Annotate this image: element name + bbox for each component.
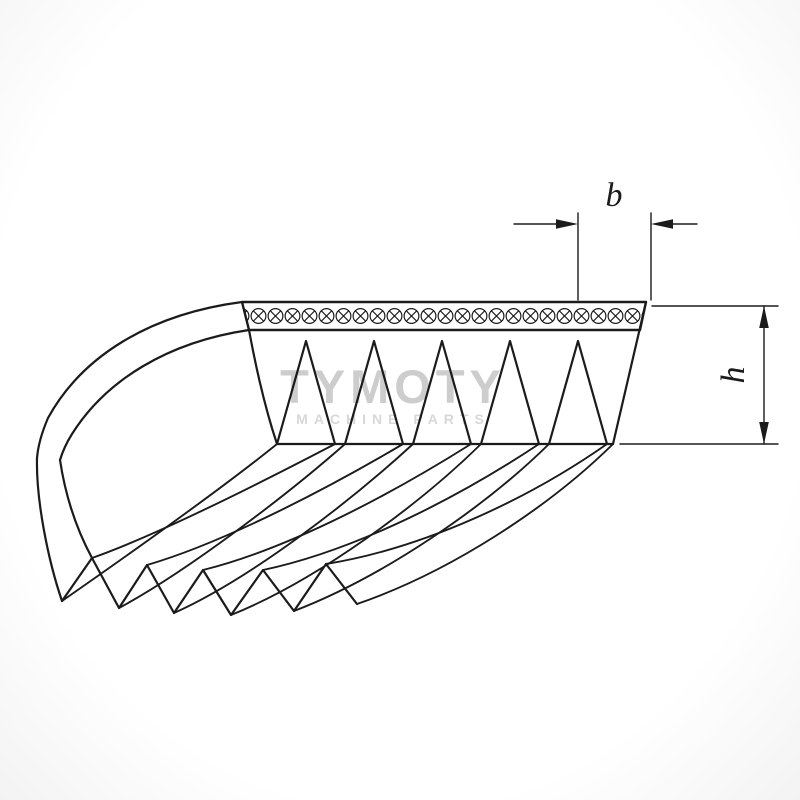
rib-curve (356, 443, 614, 605)
rib-curve (230, 443, 482, 616)
arrowhead-left-icon (651, 219, 673, 229)
rib-curve (118, 443, 346, 609)
end-upper-edge (58, 458, 94, 560)
left-edge (247, 328, 279, 446)
watermark-subtitle: MACHINE PARTS (296, 411, 490, 427)
dimension-b-lines (513, 212, 698, 301)
cord-band (240, 300, 648, 332)
belt-front-face (249, 330, 640, 444)
perspective-rib-curves (61, 443, 614, 616)
dimension-b: b (513, 177, 698, 301)
arrowhead-right-icon (556, 219, 578, 229)
groove-triangle (479, 339, 541, 446)
groove-curve (325, 443, 608, 565)
groove-triangle (275, 339, 337, 446)
dimension-h-lines (619, 305, 779, 445)
dimension-b-label: b (606, 177, 623, 214)
arrowhead-down-icon (759, 422, 769, 444)
dimension-h-label: h (715, 367, 752, 384)
front-face-outline (247, 300, 648, 446)
belt-back-edges (35, 300, 251, 603)
inner-band-edge (58, 328, 251, 462)
watermark: TYMOTY MACHINE PARTS (280, 360, 506, 427)
groove-curve (262, 443, 540, 571)
groove-triangles (275, 339, 609, 446)
watermark-title: TYMOTY (280, 360, 506, 413)
rib-curve (173, 443, 414, 614)
rib-curve (293, 443, 550, 612)
groove-curve (146, 443, 404, 566)
end-face-profile (60, 556, 359, 617)
groove-curve (91, 443, 336, 559)
groove-triangle (411, 339, 473, 446)
end-face-zigzag (60, 556, 359, 617)
dimension-h: h (619, 305, 779, 445)
groove-triangle (547, 339, 609, 446)
arrowhead-up-icon (759, 306, 769, 328)
groove-triangle (343, 339, 405, 446)
groove-curve (202, 443, 472, 571)
outer-back-edge (35, 300, 244, 603)
